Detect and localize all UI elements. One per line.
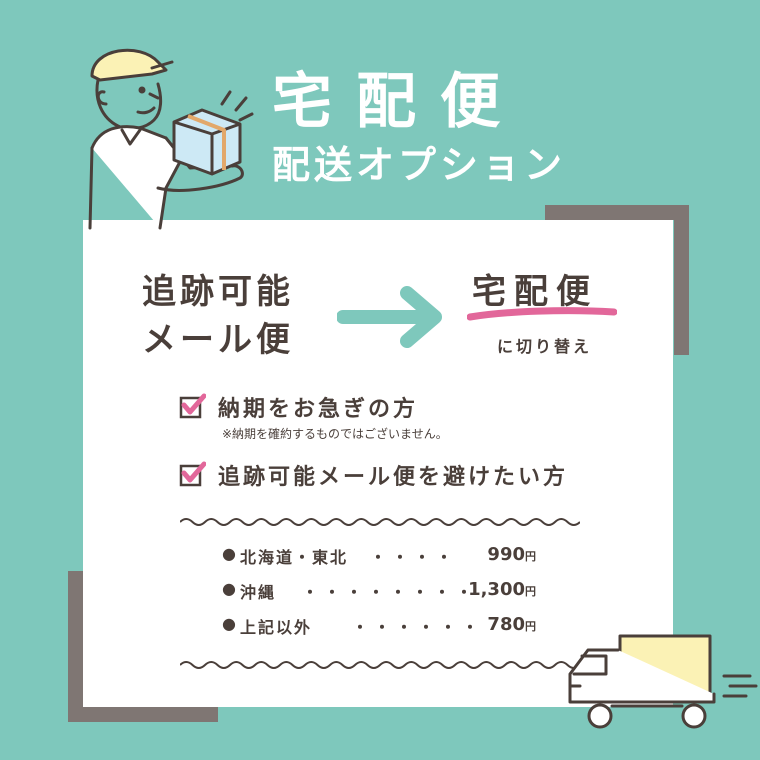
price-amount: 990 [487, 544, 525, 565]
checkbox-checked-icon [179, 393, 206, 419]
truck-illustration [568, 634, 758, 729]
option-note: ※納期を確約するものではございません。 [222, 427, 448, 441]
from-service: 追跡可能 メール便 [142, 268, 294, 364]
price-amount-wrap: 990円 [487, 544, 536, 565]
highlight-underline [467, 307, 617, 321]
price-row: ● 北海道・東北 ・・・・ 990円 [222, 544, 542, 579]
from-line-1: 追跡可能 [142, 272, 294, 312]
bullet: ● [222, 614, 236, 633]
price-list: ● 北海道・東北 ・・・・ 990円 ● 沖縄 ・・・・・・・・ 1,300円 … [222, 544, 542, 649]
price-region: 沖縄 [240, 583, 277, 602]
price-unit: 円 [525, 585, 536, 598]
frame-corner-bottom-left [68, 571, 218, 722]
price-unit: 円 [525, 550, 536, 563]
leader-dots: ・・・・・・ [352, 618, 485, 637]
price-row: ● 沖縄 ・・・・・・・・ 1,300円 [222, 579, 542, 614]
wavy-divider [180, 518, 580, 526]
wavy-divider [180, 661, 580, 669]
bullet: ● [222, 544, 236, 563]
price-amount: 1,300 [468, 579, 525, 600]
to-service: 宅配便 [472, 272, 598, 312]
arrow-right-icon [337, 286, 442, 348]
page-title: 宅配便 [272, 67, 524, 137]
leader-dots: ・・・・・・・・ [302, 583, 479, 602]
checkbox-checked-icon [179, 461, 206, 487]
to-service-caption: に切り替え [497, 337, 593, 356]
price-row: ● 上記以外 ・・・・・・ 780円 [222, 614, 542, 649]
price-unit: 円 [525, 620, 536, 633]
price-region: 上記以外 [240, 618, 313, 637]
bullet: ● [222, 579, 236, 598]
delivery-worker-illustration [88, 48, 254, 230]
price-region: 北海道・東北 [240, 548, 349, 567]
content-card [83, 220, 673, 707]
frame-corner-top-right [545, 205, 689, 355]
price-amount: 780 [487, 614, 525, 635]
option-urgent: 納期をお急ぎの方 [218, 397, 419, 422]
price-amount-wrap: 1,300円 [468, 579, 536, 600]
option-avoid-mail: 追跡可能メール便を避けたい方 [218, 465, 569, 490]
leader-dots: ・・・・ [370, 548, 459, 567]
from-line-2: メール便 [142, 320, 294, 360]
price-amount-wrap: 780円 [487, 614, 536, 635]
page-subtitle: 配送オプション [272, 143, 567, 187]
